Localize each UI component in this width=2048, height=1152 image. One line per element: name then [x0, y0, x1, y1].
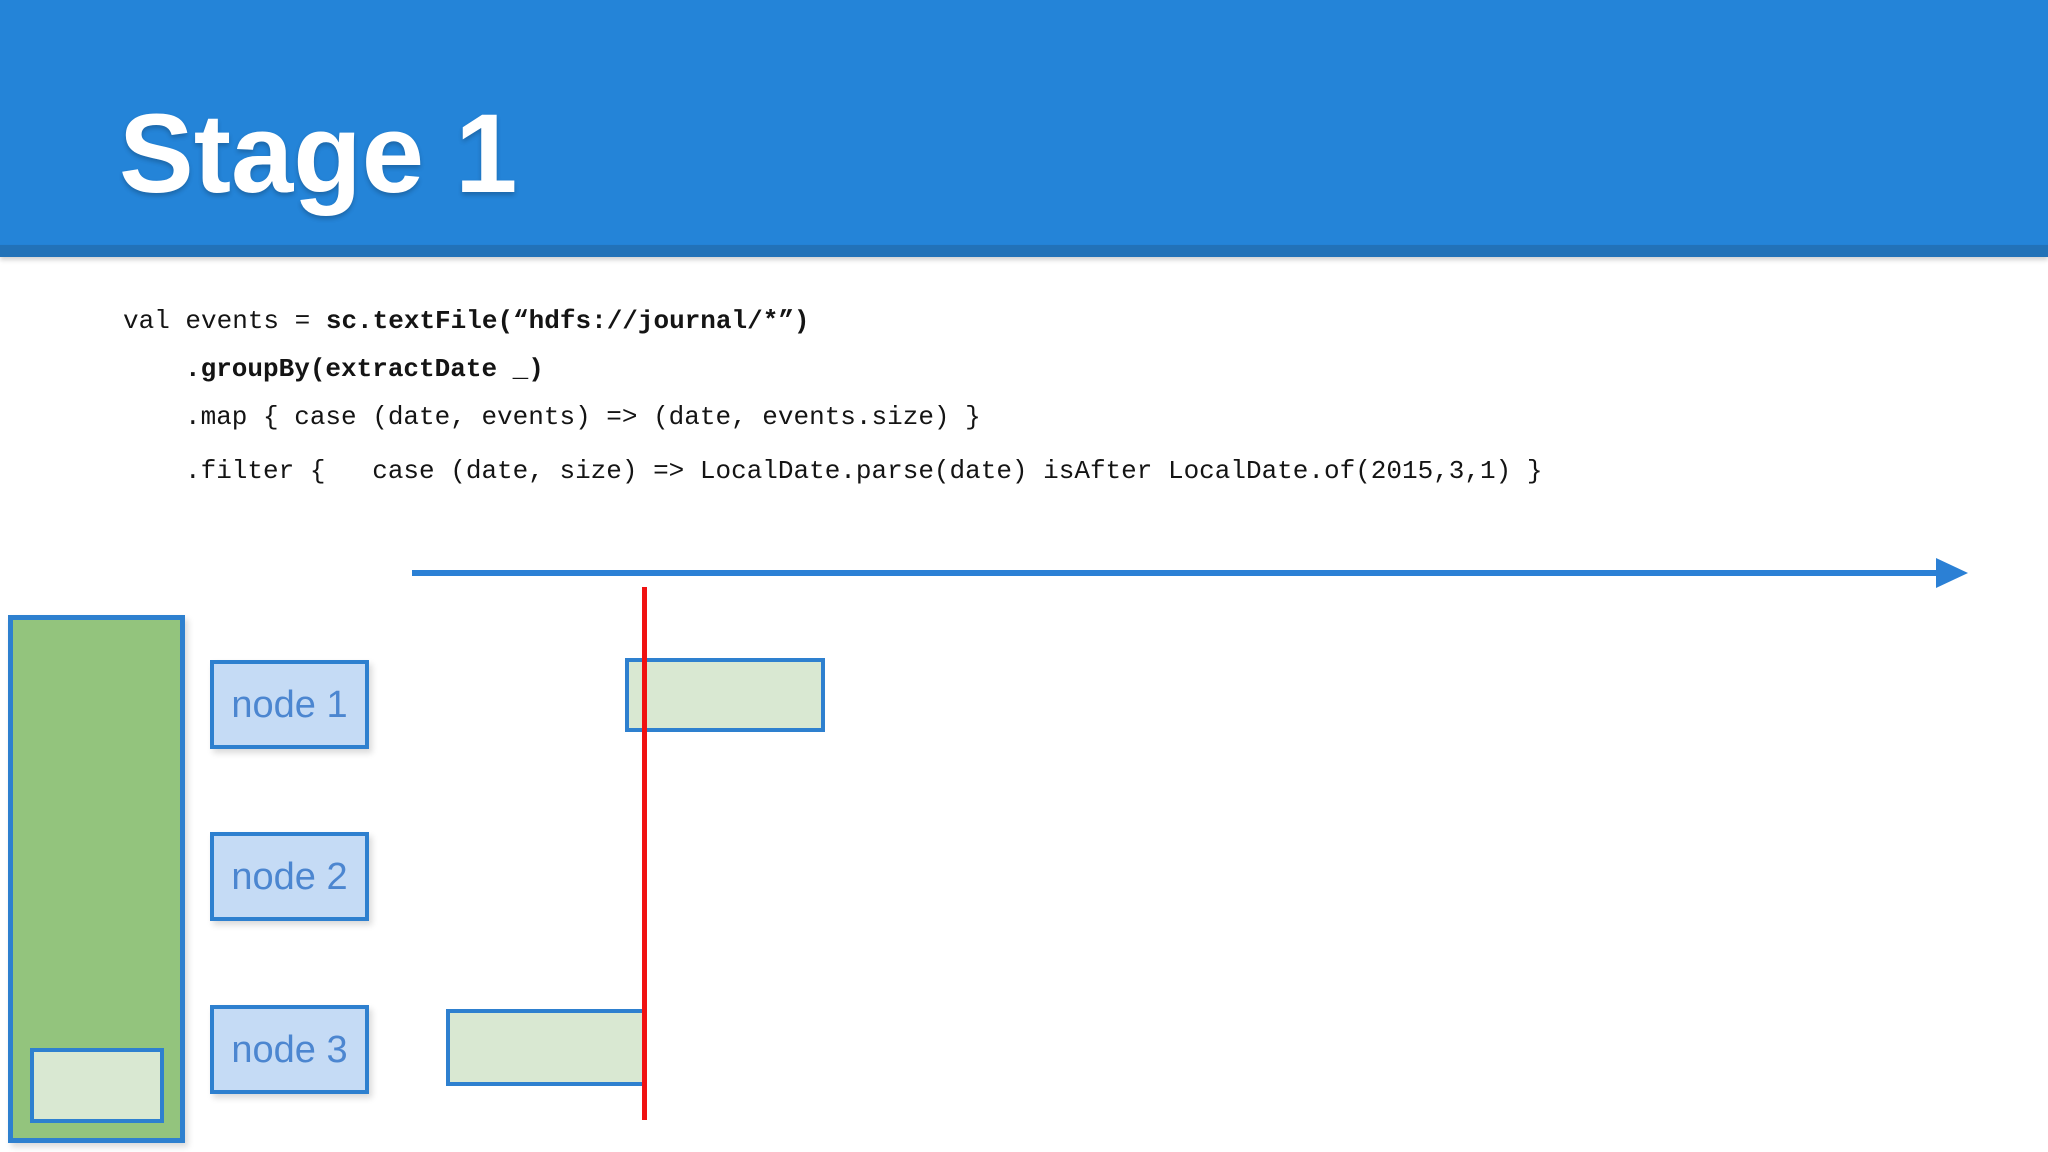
task-bar-node3 — [446, 1009, 646, 1086]
input-data-block — [8, 615, 185, 1143]
node-3-label: node 3 — [231, 1028, 348, 1071]
header-accent-strip — [0, 245, 2048, 257]
timeline-arrow-line — [412, 570, 1940, 576]
code-line-1-bold: sc.textFile(“hdfs://journal/*”) — [325, 306, 810, 336]
code-line-1: val events = sc.textFile(“hdfs://journal… — [123, 305, 810, 337]
timeline-arrow-head-icon — [1936, 558, 1968, 588]
node-2-label: node 2 — [231, 855, 348, 898]
node-box-3: node 3 — [210, 1005, 369, 1094]
node-1-label: node 1 — [231, 683, 348, 726]
slide-header: Stage 1 — [0, 0, 2048, 245]
node-box-2: node 2 — [210, 832, 369, 921]
code-line-2: .groupBy(extractDate _) — [185, 354, 544, 384]
code-line-3: .map { case (date, events) => (date, eve… — [185, 402, 981, 432]
cutoff-line — [642, 587, 647, 1120]
code-line-4: .filter { case (date, size) => LocalDate… — [185, 456, 1543, 486]
code-line-1-normal: val events = — [123, 306, 326, 336]
partition-block — [30, 1048, 164, 1123]
task-bar-node1 — [625, 658, 825, 732]
node-box-1: node 1 — [210, 660, 369, 749]
slide-title: Stage 1 — [119, 91, 518, 216]
